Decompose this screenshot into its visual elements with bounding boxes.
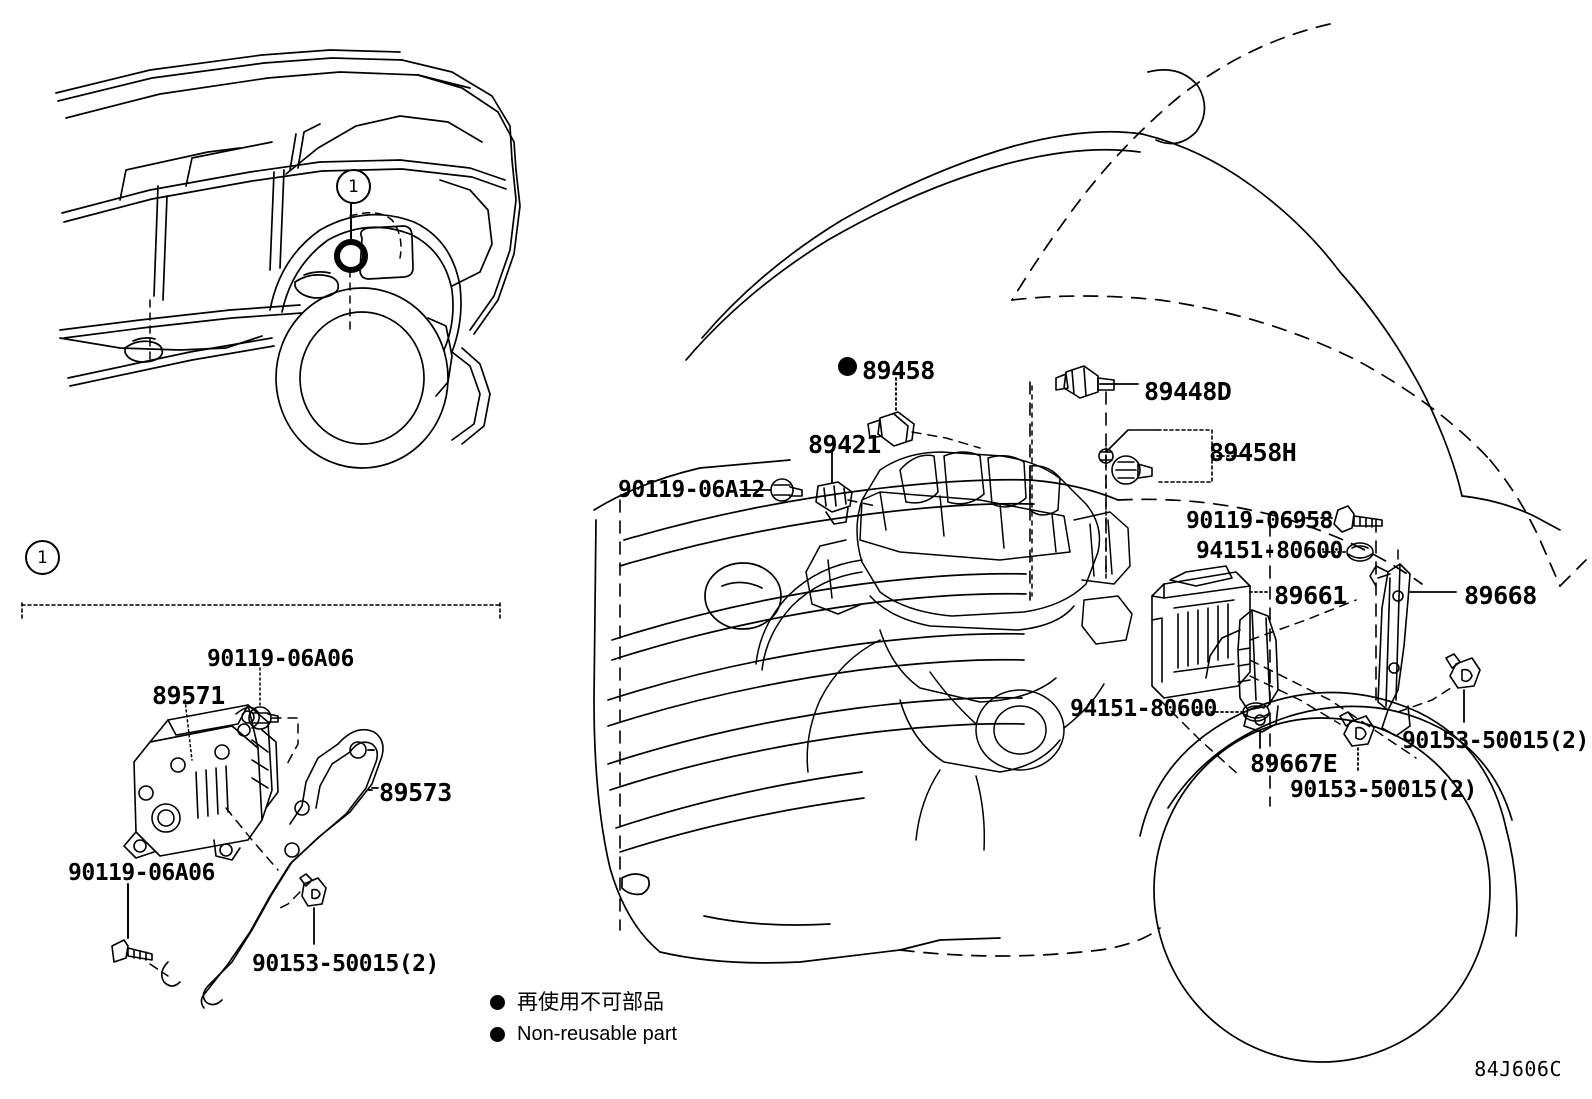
part-label-90119-06A12: 90119-06A12 [618,477,765,503]
part-label-89458H: 89458H [1209,438,1297,467]
part-label-89571: 89571 [152,681,225,710]
vehicle-rear-illustration [55,49,521,469]
part-label-89421: 89421 [808,430,881,459]
non-reusable-dot-icon [490,1026,505,1042]
part-90153-50015-bolts [1339,653,1481,747]
part-label-89573: 89573 [379,778,452,807]
detail-fasteners [111,706,327,963]
legend-japanese-text: 再使用不可部品 [517,990,664,1014]
part-89661-ecu [1151,565,1251,699]
part-89573-bracket [160,728,384,1009]
part-label-89668: 89668 [1464,581,1537,610]
non-reusable-marker-89458 [838,357,857,376]
part-label-90153-50015-detail: 90153-50015(2) [252,951,439,977]
vehicle-front-illustration [593,23,1587,1063]
part-89458-sensor [867,411,915,447]
part-94151-80600-upper [1346,542,1374,562]
legend-english-text: Non-reusable part [517,1022,678,1045]
vehicle-callout-1: 1 [336,169,371,204]
part-label-89448D: 89448D [1144,377,1232,406]
callout-number-label: 1 [37,547,48,568]
part-label-94151-80600-upper: 94151-80600 [1196,538,1343,564]
detail-panel-bracket [21,602,501,621]
part-label-90119-06A06-bottom: 90119-06A06 [68,860,215,886]
part-label-89661: 89661 [1274,581,1347,610]
part-89421-sensor [815,481,853,525]
part-89448D-part [1055,365,1115,399]
part-label-94151-80600-lower: 94151-80600 [1070,696,1217,722]
engine-assembly [755,451,1133,851]
part-90119-06958-bolt [1333,505,1383,533]
callout-number-label: 1 [348,176,359,197]
part-label-90153-50015-mid: 90153-50015(2) [1290,777,1477,803]
part-89458H-group [1098,429,1213,485]
part-89667E-bracket [1205,609,1279,733]
part-label-89458: 89458 [862,356,935,385]
diagram-code: 84J606C [1474,1057,1562,1081]
legend-row-english: Non-reusable part [490,1019,677,1050]
part-89668-bracket [1369,563,1411,737]
legend: 再使用不可部品 Non-reusable part [490,986,677,1050]
part-90119-06A12-bolt [770,478,803,502]
part-label-90153-50015-right: 90153-50015(2) [1402,728,1589,754]
part-label-90119-06A06-top: 90119-06A06 [207,646,354,672]
part-label-90119-06958: 90119-06958 [1186,508,1333,534]
part-label-89667E: 89667E [1250,749,1338,778]
part-89571-module [123,704,279,861]
legend-row-japanese: 再使用不可部品 [490,986,677,1019]
detail-callout-1: 1 [25,540,60,575]
non-reusable-dot-icon [490,994,505,1010]
